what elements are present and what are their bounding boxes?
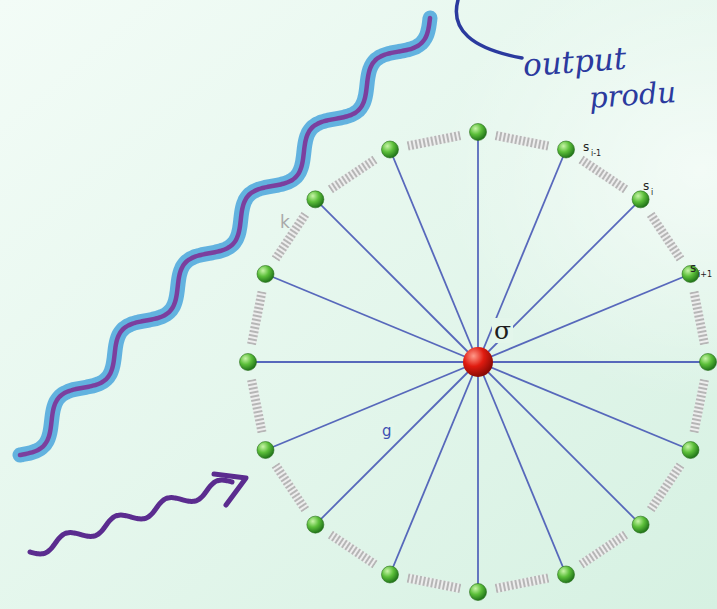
spring-coil — [272, 462, 309, 512]
site-balls — [240, 124, 717, 601]
site-ball — [558, 566, 575, 583]
spring-coil — [247, 379, 266, 434]
spring-coil — [272, 212, 309, 262]
spring-ring — [247, 131, 709, 593]
red-ball — [463, 347, 493, 377]
spin-label: σ — [492, 318, 513, 343]
spring-coil — [407, 574, 462, 593]
spring-coil — [495, 574, 550, 593]
coupling-line — [478, 361, 708, 363]
spring-coil — [495, 131, 550, 150]
site-ball — [307, 516, 324, 533]
site-ball — [558, 141, 575, 158]
site-ball — [381, 566, 398, 583]
site-ball — [257, 265, 274, 282]
site-ball — [240, 354, 257, 371]
site-ball — [700, 354, 717, 371]
spring-coil — [690, 379, 709, 434]
handwritten-bracket — [456, 0, 522, 58]
handwritten-note: output — [522, 43, 627, 81]
site-subscript: i+1 — [698, 271, 712, 279]
site-ball — [470, 124, 487, 141]
handwritten-note: produ — [588, 78, 677, 113]
site-ball — [682, 442, 699, 459]
spring-constant-label: k — [280, 214, 290, 231]
wave-line — [20, 18, 430, 455]
site-label: s — [643, 180, 649, 192]
coupling-lines — [248, 132, 708, 592]
background-glow — [440, 0, 717, 400]
spring-coil — [407, 131, 462, 150]
site-ball — [632, 191, 649, 208]
coupling-line — [478, 199, 641, 362]
coupling-line — [477, 132, 479, 362]
coupling-line — [478, 362, 641, 525]
incoming-wave-arrow — [30, 480, 232, 554]
site-ball — [381, 141, 398, 158]
spring-coil — [578, 156, 628, 193]
site-label: s — [583, 141, 589, 153]
spring-coil — [647, 462, 684, 512]
site-subscript: i — [651, 189, 653, 197]
spring-coil — [328, 156, 378, 193]
spring-coil — [247, 291, 266, 346]
spring-coil — [578, 531, 628, 568]
coupling-line — [248, 361, 478, 363]
site-subscript: i-1 — [591, 150, 601, 158]
coupling-line — [266, 362, 478, 450]
coupling-label: g — [380, 424, 394, 439]
coupling-line — [390, 150, 478, 362]
central-spin: σ — [462, 346, 494, 378]
site-ball — [257, 442, 274, 459]
site-ball — [470, 584, 487, 601]
coupling-line — [477, 362, 479, 592]
site-ball — [632, 516, 649, 533]
site-label: s — [690, 262, 696, 274]
coupling-line — [315, 199, 478, 362]
red-ball-shape — [462, 346, 494, 378]
arrowhead — [214, 474, 246, 505]
wave-highlight — [20, 18, 430, 455]
spring-coil — [647, 212, 684, 262]
coupling-line — [478, 362, 566, 574]
spring-coil — [328, 531, 378, 568]
wave-drawings — [20, 18, 430, 554]
site-ball — [307, 191, 324, 208]
spring-coil — [690, 291, 709, 346]
coupling-line — [315, 362, 478, 525]
coupling-line — [478, 274, 690, 362]
